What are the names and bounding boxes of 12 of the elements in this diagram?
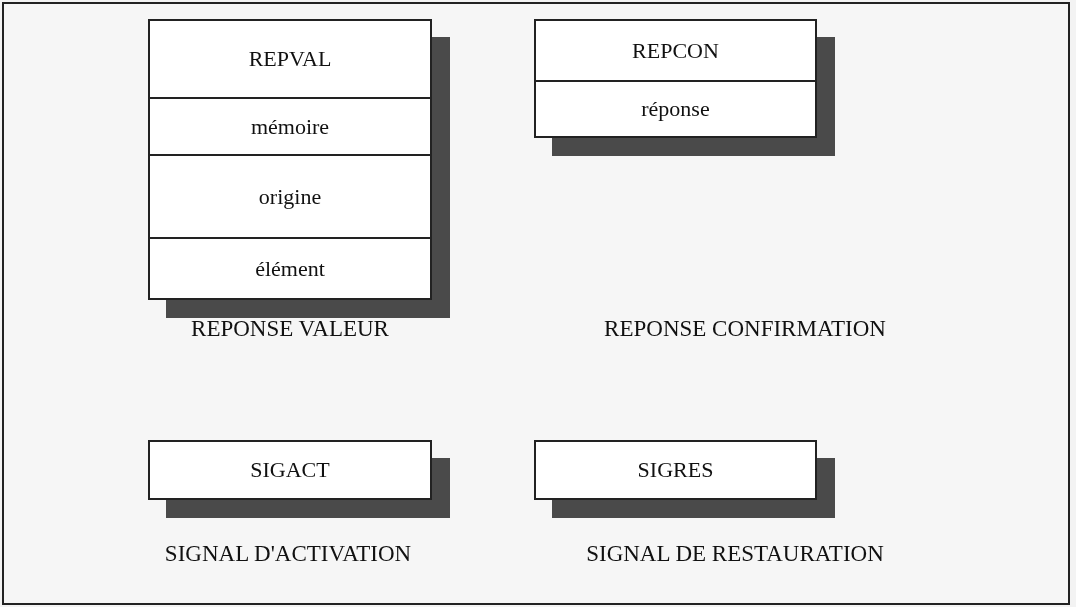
record-name: SIGACT: [249, 456, 331, 484]
record-name: REPCON: [631, 36, 720, 65]
field-name: mémoire: [150, 97, 430, 154]
record-caption: SIGNAL D'ACTIVATION: [163, 541, 413, 567]
record-name: REPVAL: [247, 45, 333, 73]
field-name: origine: [150, 154, 430, 237]
field-name: élément: [150, 237, 430, 298]
record-caption: SIGNAL DE RESTAURATION: [585, 541, 885, 567]
record-caption: REPONSE CONFIRMATION: [603, 316, 887, 342]
record-caption: REPONSE VALEUR: [190, 316, 390, 342]
record-name: SIGRES: [636, 456, 715, 484]
field-name: réponse: [536, 80, 815, 136]
